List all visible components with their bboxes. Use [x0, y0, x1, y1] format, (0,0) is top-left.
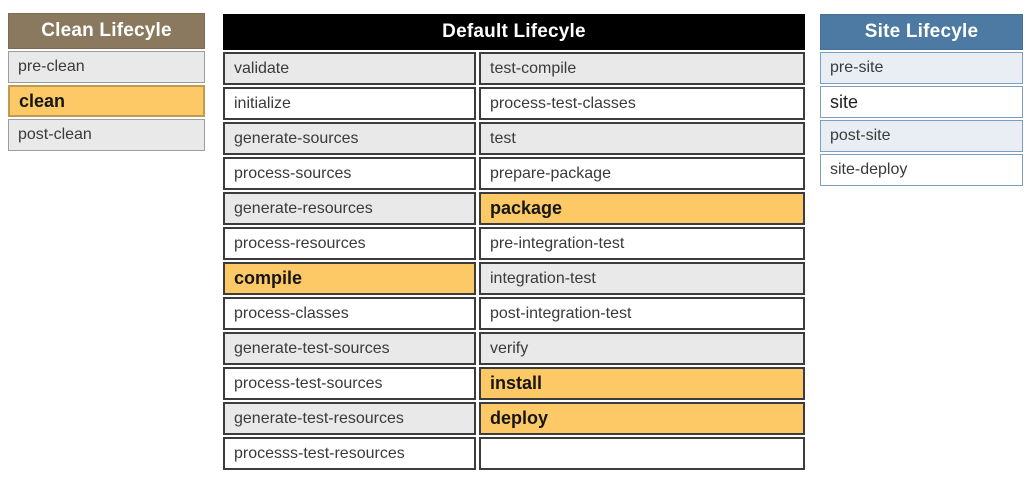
phase-integration-test: integration-test [479, 262, 805, 295]
clean-lifecycle-header: Clean Lifecyle [8, 13, 205, 49]
phase-deploy: deploy [479, 402, 805, 435]
phase-prepare-package: prepare-package [479, 157, 805, 190]
default-lifecycle-header: Default Lifecyle [223, 14, 805, 50]
phase-post-integration-test: post-integration-test [479, 297, 805, 330]
phase-generate-test-resources: generate-test-resources [223, 402, 476, 435]
table-row: initialize process-test-classes [223, 87, 805, 120]
table-row: process-test-sources install [223, 367, 805, 400]
phase-processs-test-resources: processs-test-resources [223, 437, 476, 470]
phase-test: test [479, 122, 805, 155]
table-row: generate-resources package [223, 192, 805, 225]
phase-pre-clean: pre-clean [8, 51, 205, 83]
clean-lifecycle-table: Clean Lifecyle pre-clean clean post-clea… [8, 13, 205, 151]
phase-compile: compile [223, 262, 476, 295]
table-row: process-sources prepare-package [223, 157, 805, 190]
table-row: generate-test-resources deploy [223, 402, 805, 435]
phase-process-resources: process-resources [223, 227, 476, 260]
phase-generate-test-sources: generate-test-sources [223, 332, 476, 365]
table-row: process-resources pre-integration-test [223, 227, 805, 260]
site-lifecycle-header: Site Lifecyle [820, 14, 1023, 50]
site-lifecycle-table: Site Lifecyle pre-site site post-site si… [820, 14, 1023, 186]
phase-site: site [820, 86, 1023, 118]
table-row: compile integration-test [223, 262, 805, 295]
phase-pre-integration-test: pre-integration-test [479, 227, 805, 260]
phase-post-clean: post-clean [8, 119, 205, 151]
empty-cell [479, 437, 805, 470]
phase-process-test-sources: process-test-sources [223, 367, 476, 400]
phase-install: install [479, 367, 805, 400]
phase-initialize: initialize [223, 87, 476, 120]
table-row: process-classes post-integration-test [223, 297, 805, 330]
phase-generate-sources: generate-sources [223, 122, 476, 155]
phase-post-site: post-site [820, 120, 1023, 152]
phase-verify: verify [479, 332, 805, 365]
phase-process-classes: process-classes [223, 297, 476, 330]
phase-pre-site: pre-site [820, 52, 1023, 84]
table-row: generate-test-sources verify [223, 332, 805, 365]
phase-package: package [479, 192, 805, 225]
table-row: processs-test-resources [223, 437, 805, 470]
phase-validate: validate [223, 52, 476, 85]
table-row: validate test-compile [223, 52, 805, 85]
phase-clean: clean [8, 85, 205, 117]
phase-process-sources: process-sources [223, 157, 476, 190]
phase-site-deploy: site-deploy [820, 154, 1023, 186]
phase-generate-resources: generate-resources [223, 192, 476, 225]
phase-test-compile: test-compile [479, 52, 805, 85]
phase-process-test-classes: process-test-classes [479, 87, 805, 120]
table-row: generate-sources test [223, 122, 805, 155]
default-lifecycle-table: Default Lifecyle validate test-compile i… [223, 14, 805, 470]
